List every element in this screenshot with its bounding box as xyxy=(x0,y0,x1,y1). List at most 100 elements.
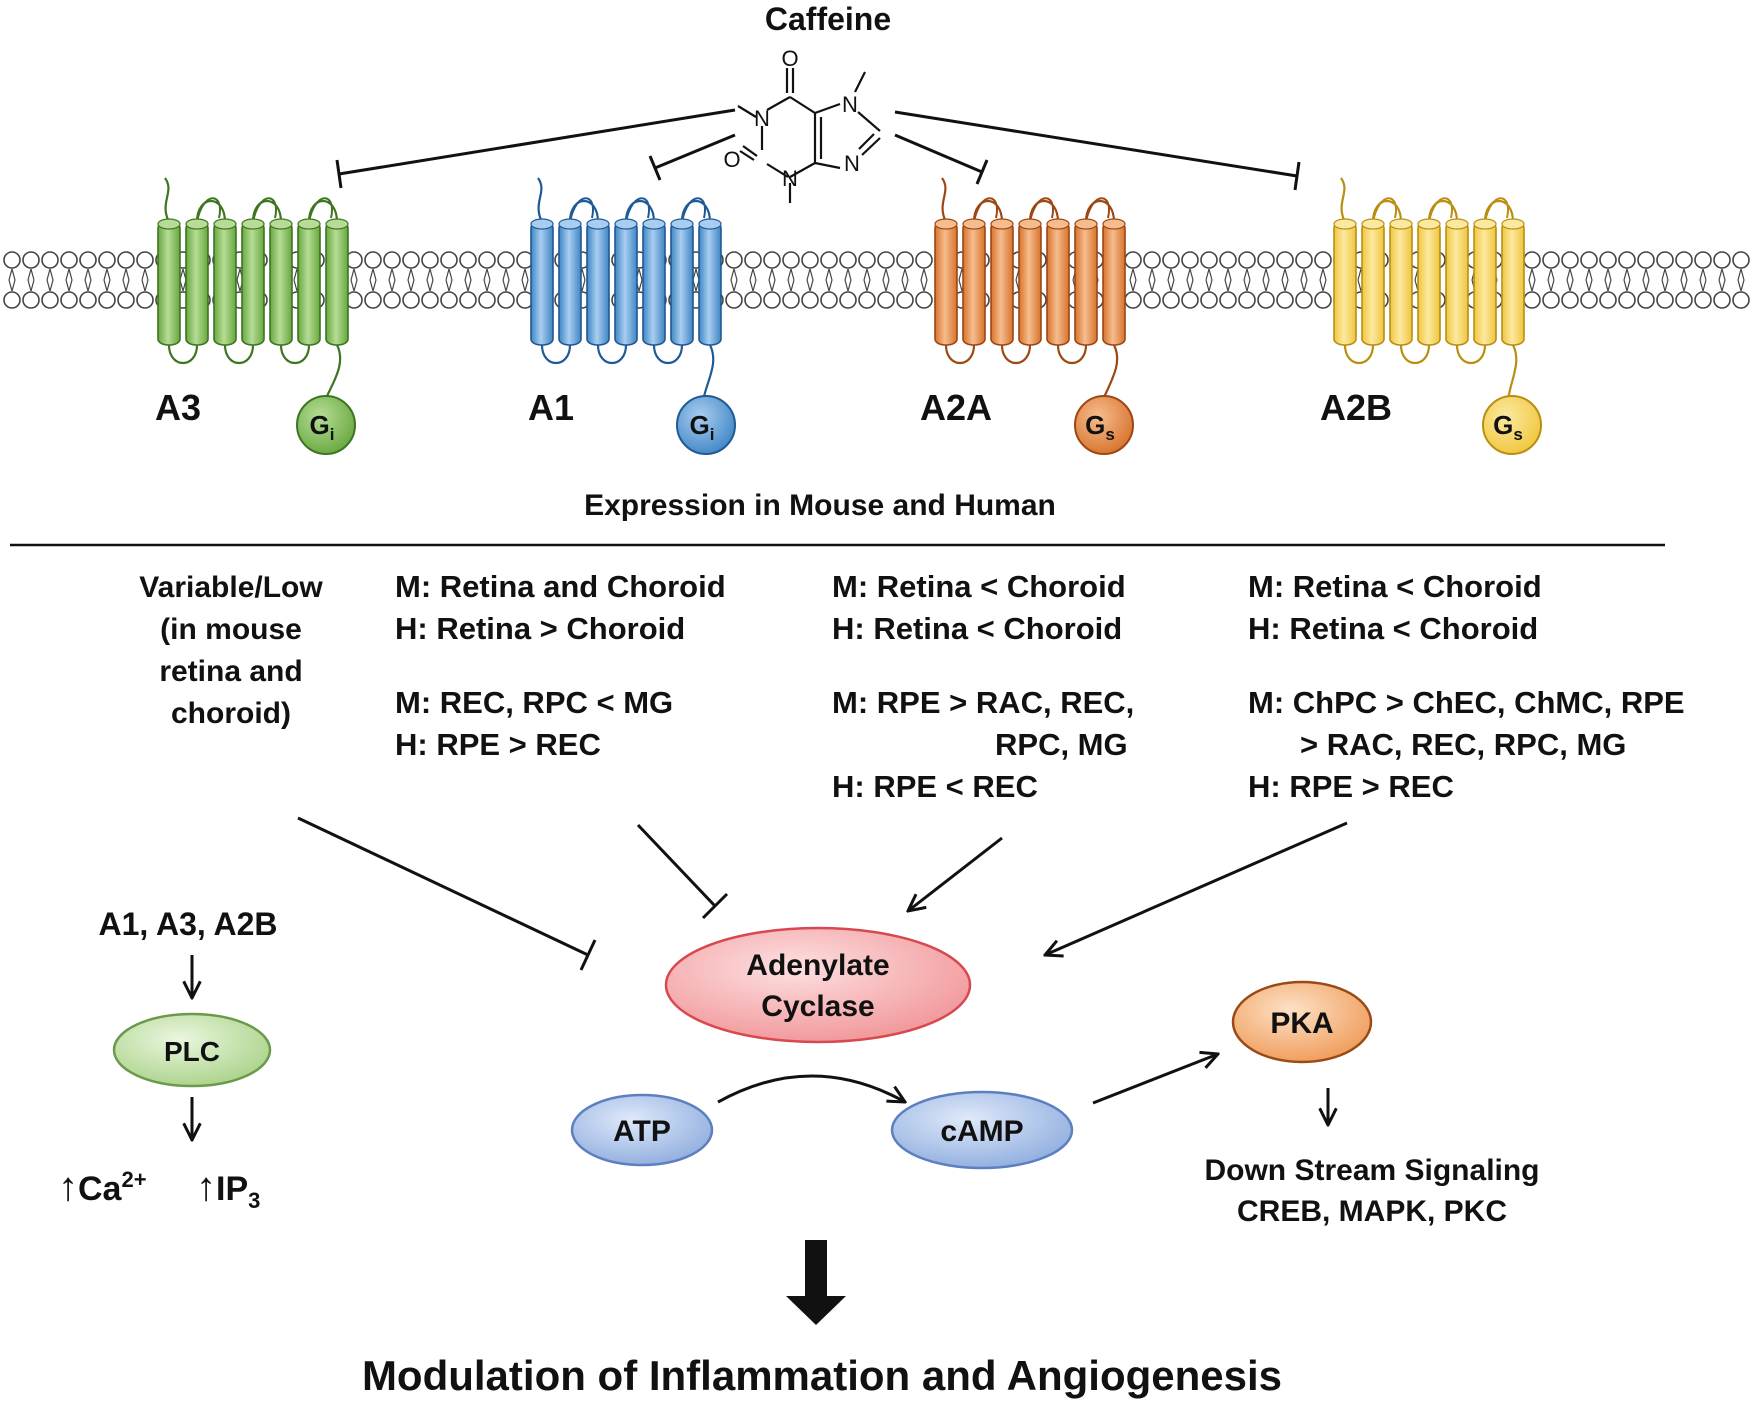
lipid-head xyxy=(1694,291,1712,309)
helix xyxy=(1389,221,1413,346)
camp-node xyxy=(890,1090,1074,1170)
plc-node xyxy=(112,1012,272,1088)
adenylate-cyclase-label-2: Cyclase xyxy=(761,990,874,1023)
inhibit-a2a-line xyxy=(894,133,983,174)
lipid-head xyxy=(1732,291,1750,309)
lipid-head xyxy=(1238,291,1256,309)
inhibit-a1-line xyxy=(654,133,736,170)
lipid-head xyxy=(858,251,876,269)
inhibit-a1-bar xyxy=(648,155,662,181)
a2a-expr-line-5: H: RPE < REC xyxy=(832,769,1038,804)
lipid-head xyxy=(60,251,78,269)
lipid-head xyxy=(820,291,838,309)
lipid-head xyxy=(820,251,838,269)
lipid-head xyxy=(915,291,933,309)
lipid-head xyxy=(839,251,857,269)
lipid-head xyxy=(421,251,439,269)
helix xyxy=(698,221,722,346)
lipid-head xyxy=(402,291,420,309)
downstream-label-2: CREB, MAPK, PKC xyxy=(1237,1195,1507,1228)
lipid-head xyxy=(801,291,819,309)
helix xyxy=(586,221,610,346)
helix xyxy=(1046,221,1070,346)
atom-n9: N xyxy=(844,151,860,176)
a2b-expr-line-5: H: RPE > REC xyxy=(1248,769,1454,804)
lipid-head xyxy=(1561,291,1579,309)
helix xyxy=(670,221,694,346)
lipid-head xyxy=(1656,251,1674,269)
a2a-expr-line-2: H: Retina < Choroid xyxy=(832,611,1122,646)
g-protein-label: Gi xyxy=(690,410,715,444)
lipid-head xyxy=(478,251,496,269)
helix xyxy=(297,221,321,346)
lipid-head xyxy=(440,291,458,309)
inhibit-a3-line xyxy=(338,108,736,176)
lipid-head xyxy=(1295,291,1313,309)
lipid-head xyxy=(858,291,876,309)
lipid-head xyxy=(478,291,496,309)
a1-expr-line-4: H: RPE > REC xyxy=(395,727,601,762)
g-protein-a2a xyxy=(1074,395,1134,455)
lipid-head xyxy=(402,251,420,269)
a2a-expr-line-3: M: RPE > RAC, REC, xyxy=(832,685,1134,720)
lipid-head xyxy=(1162,251,1180,269)
lipid-head xyxy=(1219,291,1237,309)
a1-inhibit-ac-bar xyxy=(701,892,729,920)
camp-to-pka-arrow xyxy=(1092,1054,1218,1105)
helix xyxy=(530,221,554,346)
lipid-head xyxy=(1162,291,1180,309)
g-protein-a3 xyxy=(296,395,356,455)
helix xyxy=(157,221,181,346)
lipid-head xyxy=(1599,291,1617,309)
expression-heading: Expression in Mouse and Human xyxy=(584,489,1056,522)
lipid-head xyxy=(421,291,439,309)
a1-expr-line-2: H: Retina > Choroid xyxy=(395,611,685,646)
helix xyxy=(642,221,666,346)
g-protein-label: Gi xyxy=(310,410,335,444)
lipid-head xyxy=(497,291,515,309)
plc-receptors-label: A1, A3, A2B xyxy=(98,906,277,942)
lipid-head xyxy=(41,251,59,269)
a3-inhibit-ac-bar xyxy=(579,939,597,971)
lipid-head xyxy=(1599,251,1617,269)
lipid-head xyxy=(459,291,477,309)
lipid-head xyxy=(1200,251,1218,269)
lipid-head xyxy=(1124,291,1142,309)
a2b-expr-line-3: M: ChPC > ChEC, ChMC, RPE xyxy=(1248,685,1685,720)
lipid-head xyxy=(763,291,781,309)
lipid-head xyxy=(1276,291,1294,309)
lipid-head xyxy=(1200,291,1218,309)
ca-increase-label: ↑Ca2+ xyxy=(58,1165,147,1209)
helix xyxy=(241,221,265,346)
caffeine-atom-labels: O N O N N N xyxy=(723,46,860,191)
a3-expr-line-1: Variable/Low xyxy=(139,571,323,604)
lipid-head xyxy=(725,291,743,309)
atom-o-top: O xyxy=(781,46,798,71)
helix xyxy=(325,221,349,346)
lipid-head xyxy=(877,251,895,269)
lipid-head xyxy=(1580,291,1598,309)
lipid-head xyxy=(1618,251,1636,269)
lipid-head xyxy=(1523,291,1541,309)
inhibit-a3-bar xyxy=(335,159,343,189)
helix xyxy=(1417,221,1441,346)
lipid-head xyxy=(1637,251,1655,269)
lipid-head xyxy=(1523,251,1541,269)
lipid-head xyxy=(440,251,458,269)
lipid-head xyxy=(383,251,401,269)
g-protein-a2b xyxy=(1482,395,1542,455)
helix xyxy=(1333,221,1357,346)
lipid-head xyxy=(915,251,933,269)
helix xyxy=(1018,221,1042,346)
pka-node xyxy=(1231,980,1373,1064)
lipid-head xyxy=(1675,291,1693,309)
helix xyxy=(1361,221,1385,346)
receptor-label-a2b: A2B xyxy=(1320,387,1392,428)
expression-a3: Variable/Low (in mouse retina and choroi… xyxy=(139,571,323,730)
g-protein-label: Gs xyxy=(1085,410,1115,444)
